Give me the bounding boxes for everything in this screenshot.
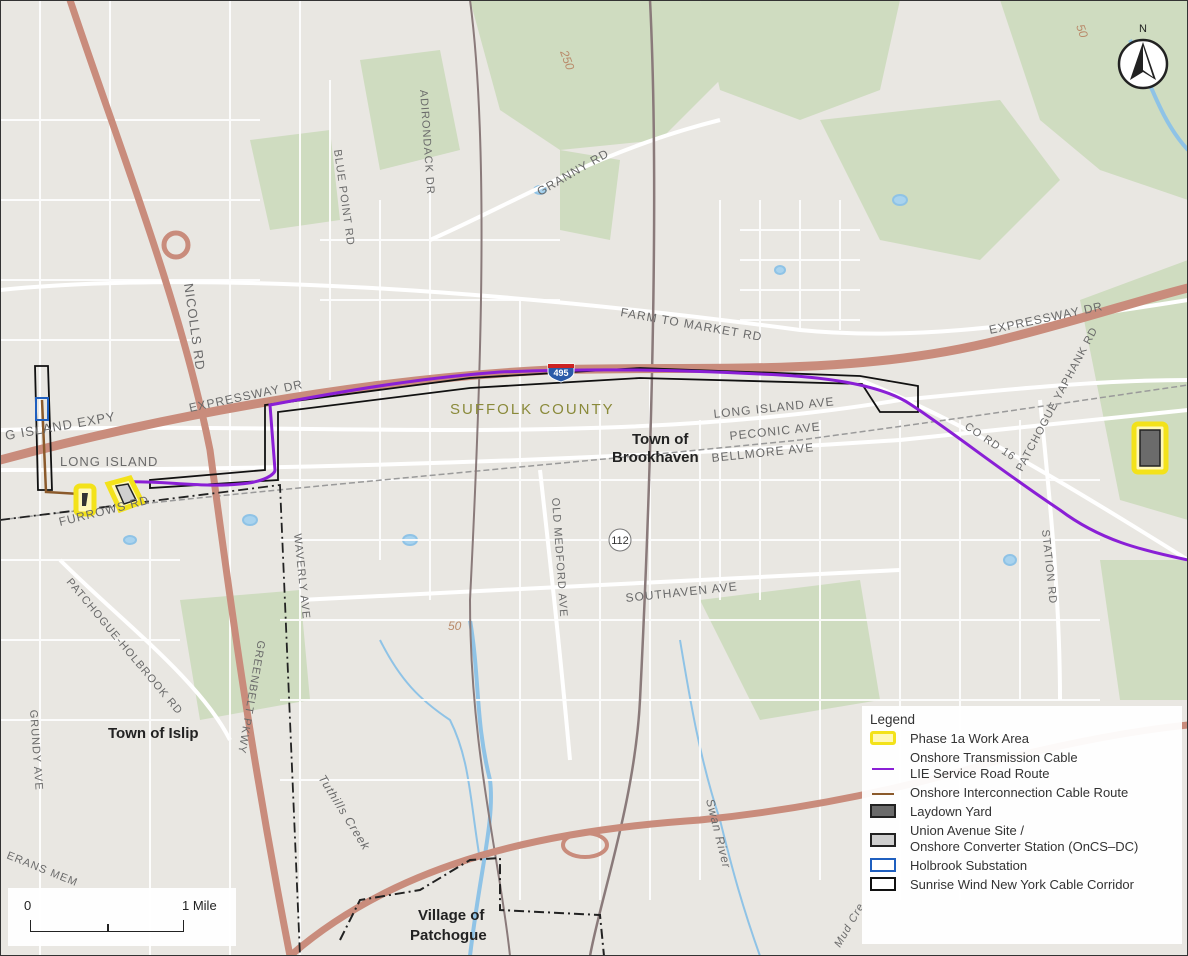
scale-start-label: 0 [24,898,32,913]
holbrook-substation[interactable] [35,397,49,421]
scale-end-label: 1 Mile [182,898,217,913]
svg-text:112: 112 [611,535,629,547]
north-arrow-label: N [1139,23,1147,35]
brookhaven-label-1: Town of [632,431,689,448]
legend-item-transmission-cable: Onshore Transmission Cable LIE Service R… [870,750,1174,782]
patchogue-label-1: Village of [418,907,485,924]
legend-item-label: Laydown Yard [910,804,992,819]
light-gray-box-icon [870,833,896,847]
legend-item-label: Onshore Interconnection Cable Route [910,785,1129,800]
village-boundary [339,856,605,956]
route-112-shield: 112 [608,528,632,552]
svg-text:50: 50 [448,619,462,633]
interchange-ring [161,230,191,260]
map-legend: Legend Phase 1a Work Area Onshore Transm… [862,706,1182,944]
i495-shield: 495 [547,363,575,383]
legend-item-substation: Holbrook Substation [870,858,1174,874]
blue-box-icon [870,858,896,872]
interconnection-cable [40,399,81,496]
svg-text:495: 495 [553,368,568,378]
route-112 [588,0,656,956]
legend-title: Legend [870,712,916,727]
scale-bar: 0 1 Mile [8,888,236,946]
county-label: SUFFOLK COUNTY [450,401,615,418]
street-grid [0,0,1100,956]
brookhaven-label-2: Brookhaven [612,449,699,466]
railroad [0,384,1188,521]
black-box-icon [870,877,896,891]
islip-label: Town of Islip [108,725,199,742]
transmission-cable [119,368,1188,562]
dark-gray-box-icon [870,804,896,818]
local-roads [0,118,1188,761]
legend-item-label: Onshore Transmission Cable LIE Service R… [910,750,1078,781]
svg-text:50: 50 [1073,22,1091,40]
legend-item-cable-corridor: Sunrise Wind New York Cable Corridor [870,877,1174,893]
svg-text:250: 250 [557,47,577,72]
legend-item-label: Holbrook Substation [910,858,1028,873]
north-arrow: N [1116,20,1170,98]
legend-item-label: Phase 1a Work Area [910,731,1029,746]
legend-item-label: Union Avenue Site / Onshore Converter St… [910,823,1139,854]
brown-line-icon [870,785,896,801]
interchange-ring-south [561,831,609,859]
work-areas[interactable] [73,421,1169,517]
purple-line-icon [870,760,896,776]
legend-item-work-area: Phase 1a Work Area [870,731,1174,747]
legend-item-laydown-yard: Laydown Yard [870,804,1174,820]
yellow-outline-icon [870,731,896,745]
legend-item-converter-station: Union Avenue Site / Onshore Converter St… [870,823,1174,855]
svg-text:GRUNDY AVE: GRUNDY AVE [27,709,45,791]
cable-corridor [34,365,919,491]
contour-labels: 250 50 50 [448,22,1091,633]
scale-bar-mid-tick [107,924,109,932]
svg-text:LONG ISLAND: LONG ISLAND [60,454,158,469]
legend-item-label: Sunrise Wind New York Cable Corridor [910,877,1134,892]
legend-item-interconnection-cable: Onshore Interconnection Cable Route [870,785,1174,801]
north-south-road [468,0,511,956]
patchogue-label-2: Patchogue [410,927,487,944]
